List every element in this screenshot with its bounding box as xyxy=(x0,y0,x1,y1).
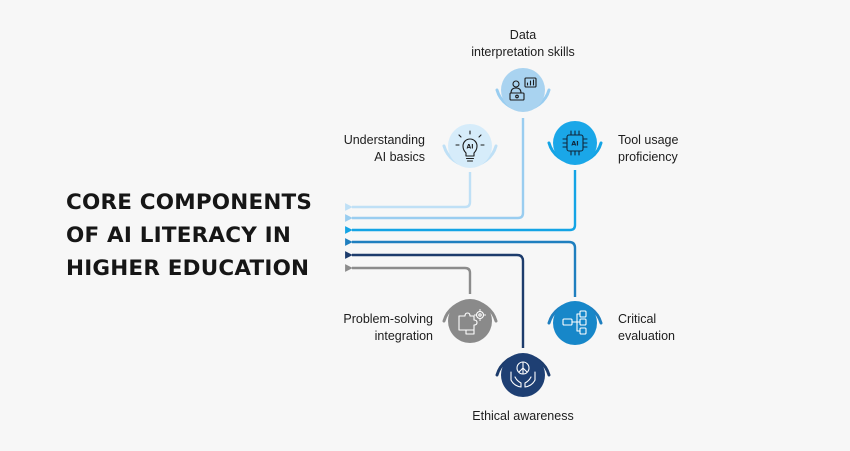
puzzle-gear-icon xyxy=(458,308,487,335)
page-title: CORE COMPONENTS OF AI LITERACY IN HIGHER… xyxy=(66,186,356,285)
flowchart-icon xyxy=(562,310,587,335)
connector-ethical xyxy=(345,251,525,348)
ai-chip-label-understanding: AI xyxy=(467,144,474,151)
data-analysis-icon xyxy=(509,77,537,101)
connector-understanding xyxy=(345,172,472,211)
connector-tool xyxy=(345,170,577,234)
label-tool-usage: Tool usage proficiency xyxy=(618,133,679,164)
node-data-interpretation xyxy=(501,68,545,112)
label-problem-solving: Problem-solving integration xyxy=(343,312,433,343)
label-understanding-ai: Understanding AI basics xyxy=(343,133,425,164)
title-line-2: OF AI LITERACY IN xyxy=(66,223,292,248)
node-problem-solving xyxy=(448,299,492,343)
node-understanding-ai: AI xyxy=(448,124,492,168)
node-tool-usage: AI xyxy=(553,121,597,165)
connector-problem xyxy=(345,264,472,294)
peace-hands-icon xyxy=(510,361,536,388)
node-ethical-awareness xyxy=(501,353,545,397)
connector-critical xyxy=(345,238,577,297)
ai-chip-icon xyxy=(562,130,588,156)
title-line-3: HIGHER EDUCATION xyxy=(66,256,310,281)
ai-chip-label-tool: AI xyxy=(571,140,578,148)
ai-lightbulb-icon xyxy=(455,130,485,162)
label-ethical-awareness: Ethical awareness xyxy=(472,409,574,423)
node-critical-evaluation xyxy=(553,301,597,345)
label-critical-evaluation: Critical evaluation xyxy=(618,312,675,343)
title-line-1: CORE COMPONENTS xyxy=(66,190,313,215)
connector-data xyxy=(345,118,525,222)
label-data-interpretation: Data interpretation skills xyxy=(471,28,575,59)
